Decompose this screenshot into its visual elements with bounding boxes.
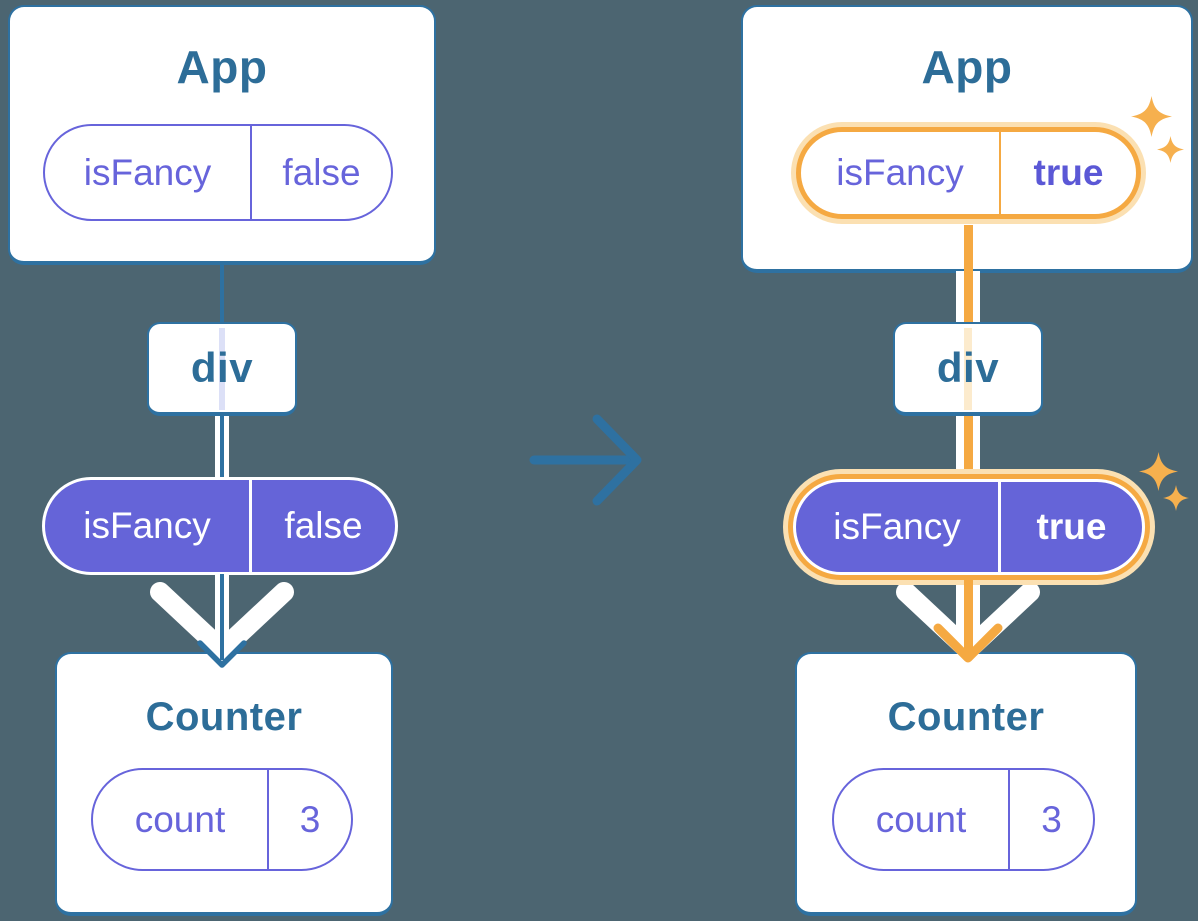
counter-title: Counter [887,695,1045,739]
prop-value: true [999,132,1136,214]
state-name: count [134,798,226,840]
state-name: count [875,798,967,840]
edge-app-div [220,263,224,324]
edge-core-line [220,574,224,660]
counter-title: Counter [145,695,303,739]
edge-app-div [956,271,980,324]
edge-core-line [220,414,224,478]
prop-pill-highlighted: isFancy true [796,127,1141,219]
edge-div-pill [956,414,980,472]
sparkle-icon [1163,485,1189,511]
edge-through-div-faint [219,328,225,410]
edge-core-line [964,414,973,472]
state-value: 3 [1008,770,1093,869]
transition-arrow-icon [529,414,642,506]
state-value: 3 [267,770,351,869]
prop-name: isFancy [836,152,964,193]
sparkle-icon [1131,96,1172,137]
div-label: div [190,344,254,391]
edge-core-line [964,579,973,657]
edge-core-line [964,271,973,324]
prop-value: false [250,126,391,219]
prop-name: isFancy [83,505,211,546]
prop-name: isFancy [83,151,212,193]
prop-pill: isFancy false [43,124,393,221]
prop-value: true [998,482,1142,572]
app-title: App [176,41,268,93]
passed-prop-pill: isFancy false [42,477,398,575]
edge-div-pill [215,414,229,478]
prop-value: false [249,480,395,572]
app-title: App [921,41,1013,93]
sparkle-icon [1139,452,1178,491]
passed-prop-pill-highlighted: isFancy true [793,479,1145,575]
blue-arrowhead-icon [197,640,247,668]
orange-arrowhead-icon [933,623,1003,663]
edge-app-div-highlight [964,225,973,273]
div-label: div [936,344,1000,391]
state-pill: count 3 [91,768,353,871]
sparkle-icon [1157,136,1184,163]
state-pill: count 3 [832,768,1095,871]
prop-name: isFancy [833,506,961,547]
edge-through-div-faint [964,328,972,410]
